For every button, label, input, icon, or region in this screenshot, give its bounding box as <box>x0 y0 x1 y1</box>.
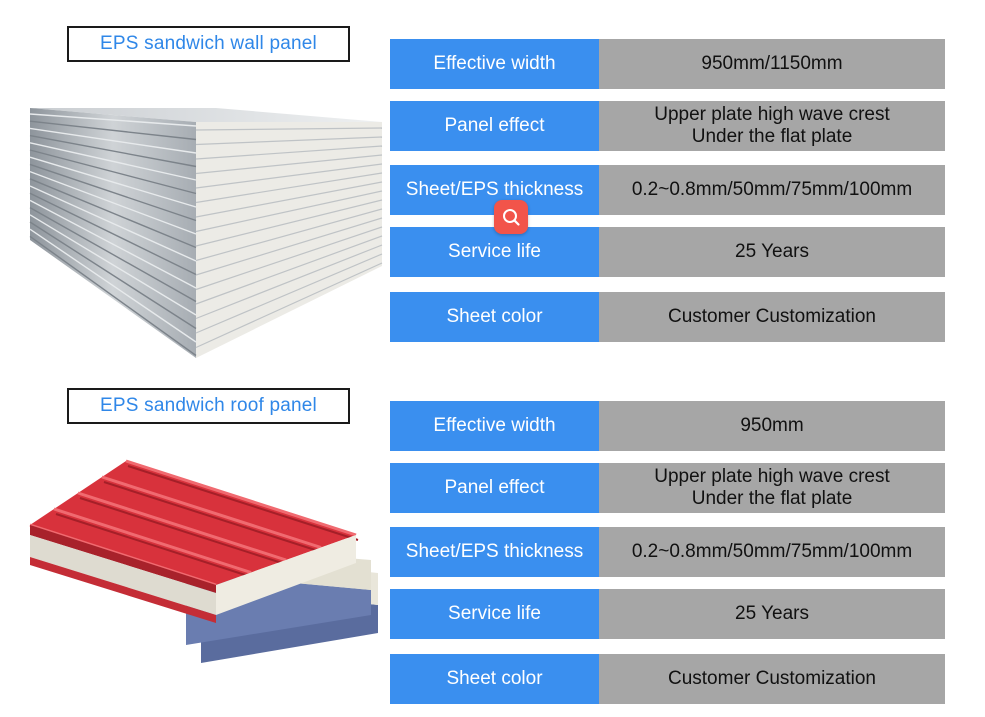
spec-label: Effective width <box>390 401 599 451</box>
spec-value: Customer Customization <box>599 654 945 704</box>
wall-spec-row: Sheet color Customer Customization <box>390 292 945 342</box>
spec-value-line: 25 Years <box>735 241 809 262</box>
roof-panel-image <box>29 459 378 663</box>
spec-value-line: Upper plate high wave crest <box>654 466 890 487</box>
roof-spec-row: Effective width 950mm <box>390 401 945 451</box>
spec-value-line: Customer Customization <box>667 306 877 327</box>
roof-spec-row: Sheet color Customer Customization <box>390 654 945 704</box>
spec-value-line: Under the flat plate <box>691 488 853 509</box>
wall-spec-row: Sheet/EPS thickness 0.2~0.8mm/50mm/75mm/1… <box>390 165 945 215</box>
spec-label: Service life <box>390 227 599 277</box>
roof-spec-row: Sheet/EPS thickness 0.2~0.8mm/50mm/75mm/1… <box>390 527 945 577</box>
spec-value-line: 950mm/1150mm <box>701 53 843 74</box>
spec-value-line: 25 Years <box>735 603 809 624</box>
search-icon <box>503 209 520 226</box>
spec-value-line: Upper plate high wave crest <box>654 104 890 125</box>
spec-value-line: Customer Customization <box>667 668 877 689</box>
wall-panel-title: EPS sandwich wall panel <box>67 26 350 62</box>
spec-value: 0.2~0.8mm/50mm/75mm/100mm <box>599 527 945 577</box>
wall-panel-image <box>29 108 383 358</box>
roof-panel-title: EPS sandwich roof panel <box>67 388 350 424</box>
spec-value-line: 0.2~0.8mm/50mm/75mm/100mm <box>631 541 913 562</box>
wall-spec-row: Effective width 950mm/1150mm <box>390 39 945 89</box>
spec-label: Panel effect <box>390 101 599 151</box>
spec-label: Sheet/EPS thickness <box>390 527 599 577</box>
spec-value: 25 Years <box>599 227 945 277</box>
roof-spec-row: Service life 25 Years <box>390 589 945 639</box>
spec-value-line: 950mm <box>740 415 804 436</box>
spec-value: 950mm/1150mm <box>599 39 945 89</box>
spec-value: Customer Customization <box>599 292 945 342</box>
spec-label: Panel effect <box>390 463 599 513</box>
spec-label: Sheet/EPS thickness <box>390 165 599 215</box>
spec-label: Sheet color <box>390 292 599 342</box>
search-button[interactable] <box>494 200 528 234</box>
spec-value: 0.2~0.8mm/50mm/75mm/100mm <box>599 165 945 215</box>
spec-value: 950mm <box>599 401 945 451</box>
spec-label: Effective width <box>390 39 599 89</box>
spec-label: Service life <box>390 589 599 639</box>
spec-label: Sheet color <box>390 654 599 704</box>
spec-value-line: 0.2~0.8mm/50mm/75mm/100mm <box>631 179 913 200</box>
spec-value: 25 Years <box>599 589 945 639</box>
spec-value-line: Under the flat plate <box>691 126 853 147</box>
wall-spec-row: Service life 25 Years <box>390 227 945 277</box>
